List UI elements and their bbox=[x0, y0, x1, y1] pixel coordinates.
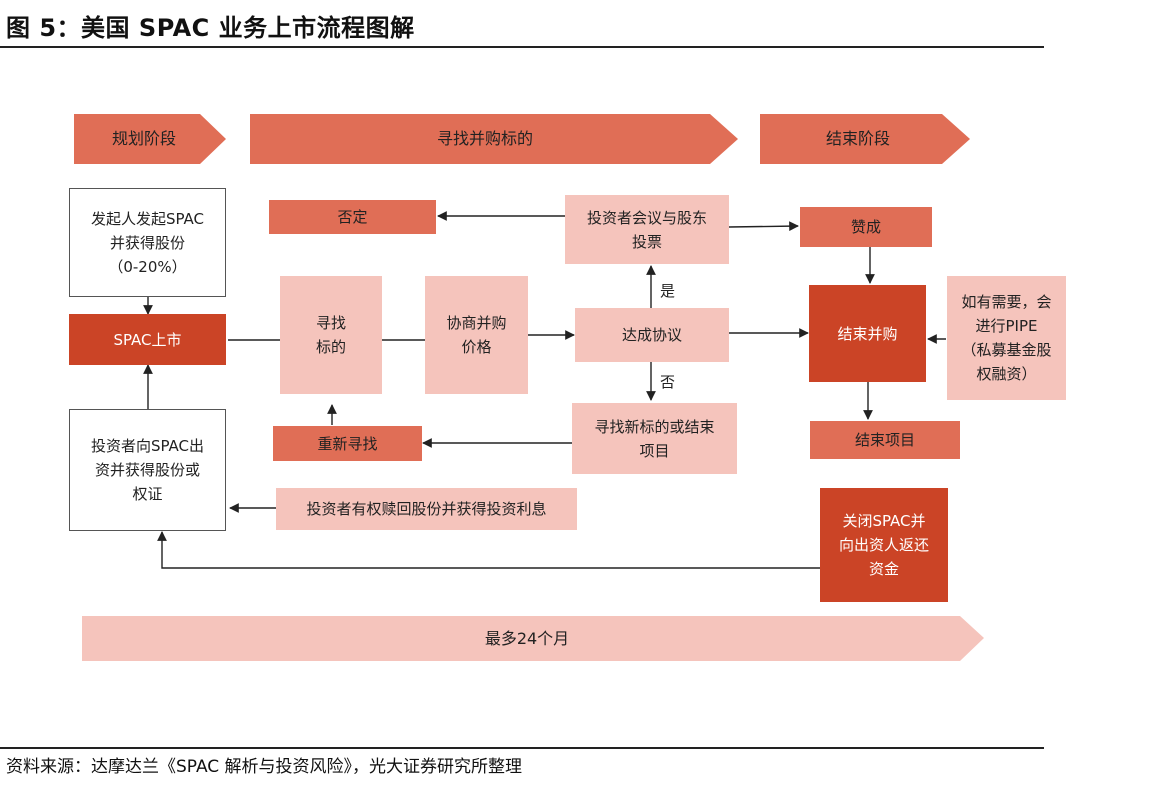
edge-close-investors bbox=[157, 531, 820, 569]
node-redemption: 投资者有权赎回股份并获得投资利息 bbox=[276, 488, 577, 530]
node-investors: 投资者向SPAC出 资并获得股份或 权证 bbox=[69, 409, 226, 531]
edge-vote-approved bbox=[728, 221, 799, 232]
node-ipo: SPAC上市 bbox=[69, 314, 226, 365]
node-sponsor: 发起人发起SPAC 并获得股份 （0-20%） bbox=[69, 188, 226, 297]
figure-title: 图 5：美国 SPAC 业务上市流程图解 bbox=[6, 14, 415, 42]
phase-duration-label: 最多24个月 bbox=[484, 628, 570, 648]
node-vote: 投资者会议与股东 投票 bbox=[565, 195, 729, 264]
node-close-spac: 关闭SPAC并 向出资人返还 资金 bbox=[820, 488, 948, 602]
phase-planning-label: 规划阶段 bbox=[111, 129, 176, 148]
phase-search-label: 寻找并购标的 bbox=[436, 129, 533, 148]
node-agreement: 达成协议 bbox=[575, 308, 729, 362]
source-rule bbox=[0, 747, 1044, 749]
phase-arrow-closing bbox=[760, 114, 970, 164]
node-rejected: 否定 bbox=[269, 200, 436, 234]
node-approved: 赞成 bbox=[800, 207, 932, 247]
edge-label-yes: 是 bbox=[660, 282, 676, 300]
figure-source: 资料来源：达摩达兰《SPAC 解析与投资风险》，光大证券研究所整理 bbox=[6, 757, 523, 777]
node-pipe: 如有需要，会 进行PIPE （私募基金股 权融资） bbox=[947, 276, 1066, 400]
edge-label-no: 否 bbox=[660, 373, 676, 391]
phase-arrow-planning bbox=[74, 114, 226, 164]
node-find-target: 寻找 标的 bbox=[280, 276, 382, 394]
node-end-project: 结束项目 bbox=[810, 421, 960, 459]
node-complete-merger: 结束并购 bbox=[809, 285, 926, 382]
node-new-target-or-end: 寻找新标的或结束 项目 bbox=[572, 403, 737, 474]
phase-arrow-search bbox=[250, 114, 738, 164]
phase-arrow-duration bbox=[82, 616, 984, 661]
node-search-again: 重新寻找 bbox=[273, 426, 422, 461]
node-negotiate: 协商并购 价格 bbox=[425, 276, 528, 394]
title-rule bbox=[0, 46, 1044, 48]
phase-closing-label: 结束阶段 bbox=[825, 129, 890, 148]
